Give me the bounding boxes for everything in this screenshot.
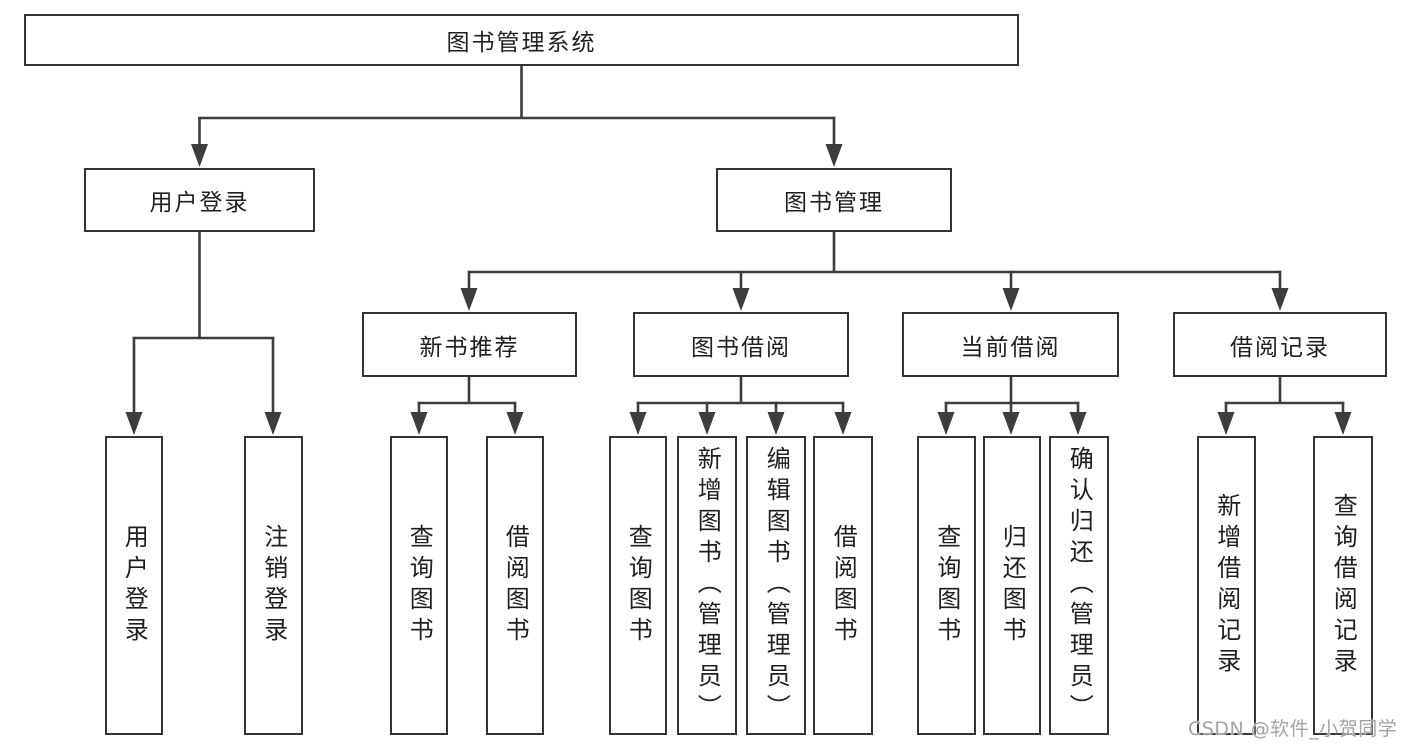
leaf-add-borrow-record-label: 新增借阅记录 bbox=[1212, 492, 1241, 679]
leaf-user-login: 用户登录 bbox=[105, 436, 163, 735]
leaf-query-books-recommend: 查询图书 bbox=[390, 436, 448, 735]
node-book-management: 图书管理 bbox=[716, 168, 952, 232]
leaf-return-books: 归还图书 bbox=[983, 436, 1041, 735]
leaf-edit-books-admin-label: 编辑图书（管理员） bbox=[762, 446, 791, 725]
leaf-borrow-books-recommend: 借阅图书 bbox=[486, 436, 544, 735]
leaf-logout-label: 注销登录 bbox=[259, 523, 288, 648]
leaf-confirm-return-admin: 确认归还（管理员） bbox=[1049, 436, 1109, 735]
leaf-user-login-label: 用户登录 bbox=[120, 523, 149, 648]
leaf-add-borrow-record: 新增借阅记录 bbox=[1197, 436, 1256, 735]
leaf-logout: 注销登录 bbox=[244, 436, 303, 735]
leaf-return-books-label: 归还图书 bbox=[998, 523, 1027, 648]
leaf-add-books-admin: 新增图书（管理员） bbox=[677, 436, 737, 735]
leaf-borrow-books-borrow-label: 借阅图书 bbox=[829, 523, 858, 648]
csdn-watermark: CSDN @软件_小贺同学 bbox=[1188, 718, 1398, 740]
leaf-borrow-books-recommend-label: 借阅图书 bbox=[501, 523, 530, 648]
node-user-login: 用户登录 bbox=[84, 168, 315, 232]
leaf-query-books-current: 查询图书 bbox=[917, 436, 976, 735]
leaf-query-books-borrow-label: 查询图书 bbox=[624, 523, 653, 648]
node-root-system: 图书管理系统 bbox=[24, 14, 1019, 66]
node-new-book-recommend: 新书推荐 bbox=[362, 312, 577, 377]
leaf-query-borrow-record: 查询借阅记录 bbox=[1313, 436, 1373, 735]
node-book-borrowing: 图书借阅 bbox=[633, 312, 849, 377]
leaf-edit-books-admin: 编辑图书（管理员） bbox=[746, 436, 806, 735]
leaf-query-books-current-label: 查询图书 bbox=[932, 523, 961, 648]
node-borrowing-records: 借阅记录 bbox=[1173, 312, 1387, 377]
leaf-borrow-books-borrow: 借阅图书 bbox=[813, 436, 873, 735]
leaf-query-books-recommend-label: 查询图书 bbox=[405, 523, 434, 648]
leaf-query-borrow-record-label: 查询借阅记录 bbox=[1329, 492, 1358, 679]
leaf-query-books-borrow: 查询图书 bbox=[609, 436, 667, 735]
leaf-add-books-admin-label: 新增图书（管理员） bbox=[693, 446, 722, 725]
leaf-confirm-return-admin-label: 确认归还（管理员） bbox=[1065, 446, 1094, 725]
node-current-borrowing: 当前借阅 bbox=[902, 312, 1119, 377]
